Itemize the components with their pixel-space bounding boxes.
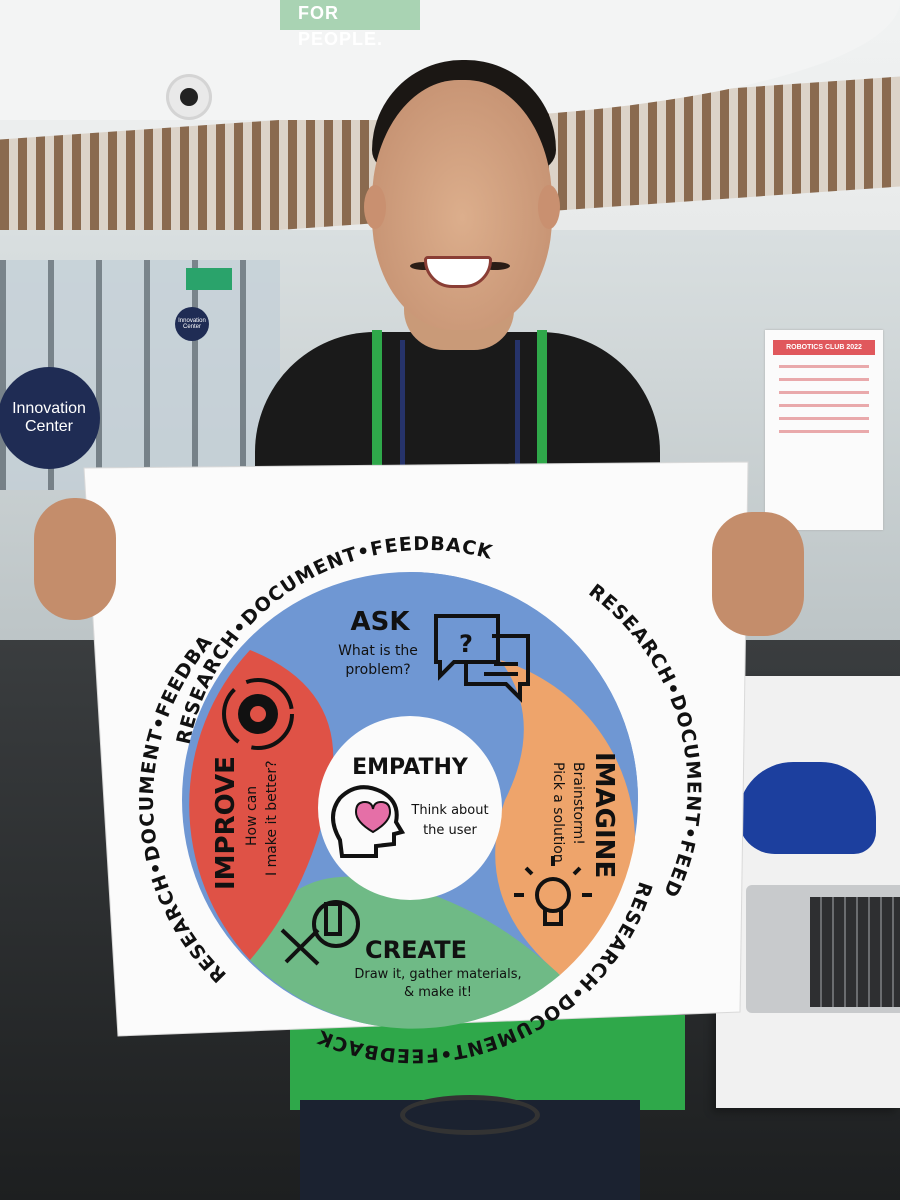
improve-title: IMPROVE: [211, 756, 241, 890]
ask-line2: problem?: [345, 662, 410, 678]
create-line1: Draw it, gather materials,: [354, 967, 521, 982]
improve-line1: How can: [244, 786, 260, 846]
right-ear: [538, 185, 560, 229]
gear-cycle-icon: [222, 678, 294, 750]
green-apron: [290, 1015, 685, 1110]
person-face: [372, 80, 552, 330]
tools-icon: [280, 900, 360, 966]
right-eye: [480, 262, 510, 270]
banner-line: [779, 391, 869, 394]
windows: [0, 260, 280, 490]
banner-line: [779, 365, 869, 368]
banner-line: [779, 404, 869, 407]
create-line2: & make it!: [404, 985, 472, 1000]
laptop-keyboard: [810, 897, 900, 1007]
banner-line: [779, 417, 869, 420]
chair: [400, 1095, 540, 1135]
banner-title: ROBOTICS CLUB 2022: [773, 340, 875, 355]
right-hand: [712, 512, 804, 636]
left-hand: [34, 498, 116, 620]
robotics-club-banner: ROBOTICS CLUB 2022: [765, 330, 883, 530]
top-sign: FOR PEOPLE.: [280, 0, 420, 49]
exit-sign: [186, 268, 232, 290]
security-camera: [166, 74, 212, 120]
baseball-cap: [738, 762, 876, 854]
imagine-title: IMAGINE: [589, 752, 619, 878]
imagine-segment: [495, 660, 635, 975]
svg-text:?: ?: [459, 630, 473, 658]
lightbulb-icon: [514, 856, 592, 926]
improve-line2: I make it better?: [264, 760, 280, 876]
banner-line: [779, 378, 869, 381]
speech-bubbles-icon: ?: [434, 614, 530, 703]
ask-line1: What is the: [338, 643, 418, 659]
banner-line: [779, 430, 869, 433]
innovation-center-sign: Innovation Center: [0, 367, 100, 469]
green-apron-straps: [372, 330, 547, 465]
empathy-line2: the user: [423, 823, 477, 838]
empathy-line1: Think about: [410, 803, 488, 818]
ask-title: ASK: [351, 607, 411, 637]
empathy-title: EMPATHY: [352, 755, 469, 780]
imagine-line2: Pick a solution: [550, 762, 566, 863]
create-title: CREATE: [365, 936, 467, 964]
small-innovation-sign: Innovation Center: [175, 307, 209, 341]
imagine-line1: Brainstorm!: [570, 762, 586, 845]
laptop: [746, 885, 900, 1013]
head-heart-icon: [331, 785, 406, 858]
left-ear: [364, 185, 386, 229]
